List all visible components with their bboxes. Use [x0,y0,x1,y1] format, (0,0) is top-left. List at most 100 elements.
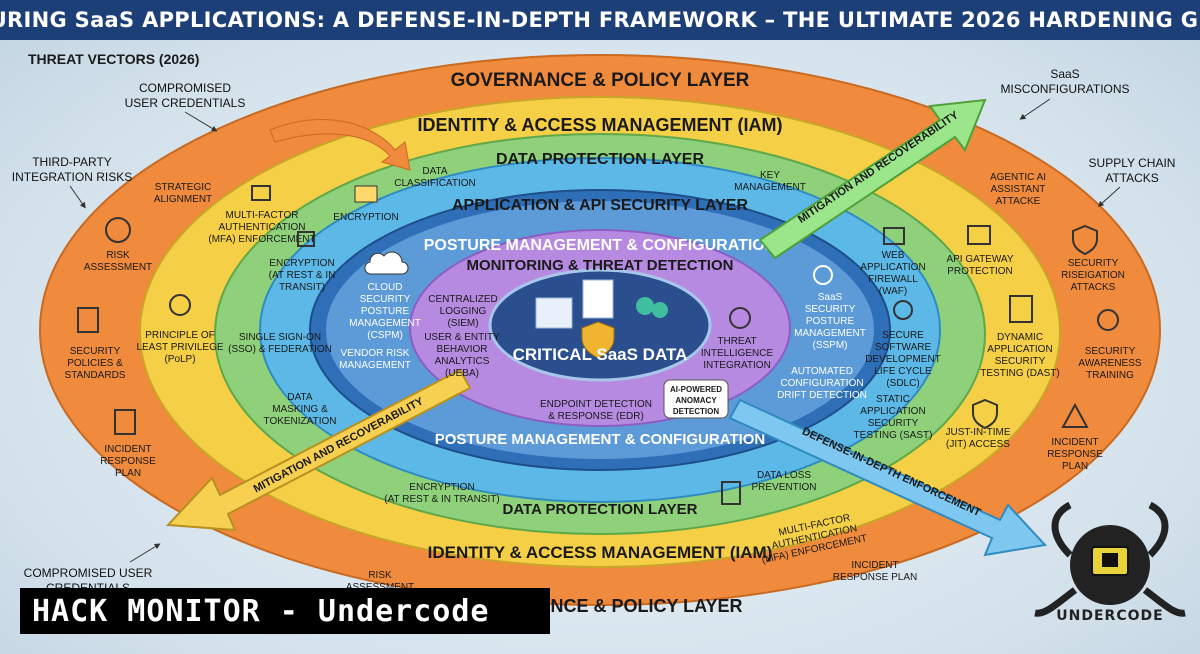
svg-text:LEAST PRIVILEGE: LEAST PRIVILEGE [136,342,223,353]
svg-text:SaaS: SaaS [818,292,843,303]
svg-text:ENCRYPTION: ENCRYPTION [333,212,398,223]
svg-text:DRIFT DETECTION: DRIFT DETECTION [777,390,867,401]
svg-text:(CSPM): (CSPM) [367,330,403,341]
incident-response-right-item: INCIDENT RESPONSE PLAN [1047,402,1103,472]
polp-item: PRINCIPLE OF LEAST PRIVILEGE (PoLP) [136,294,224,365]
threat-saas-misconfig: SaaS MISCONFIGURATIONS [1000,67,1130,120]
svg-text:SUPPLY CHAIN: SUPPLY CHAIN [1089,156,1176,170]
watermark-banner: HACK MONITOR - Undercode [20,588,550,634]
svg-text:WEB: WEB [882,250,905,261]
drift-detection-item: AUTOMATED CONFIGURATION DRIFT DETECTION [777,366,867,401]
database-icon [721,481,741,505]
agentic-ai-item: AGENTIC AI ASSISTANT ATTACKE [990,172,1046,207]
magnifier-icon [105,217,131,243]
svg-text:SECURITY: SECURITY [868,418,919,429]
svg-text:ASSESSMENT: ASSESSMENT [84,262,152,273]
awareness-training-item: SECURITY AWARENESS TRAINING [1078,309,1142,381]
svg-text:APPLICATION: APPLICATION [860,262,925,273]
svg-text:MANAGEMENT: MANAGEMENT [339,360,411,371]
masking-item: DATA MASKING & TOKENIZATION [264,392,337,427]
spreadsheet-icon [535,297,573,329]
svg-text:MANAGEMENT: MANAGEMENT [349,318,421,329]
svg-text:TOKENIZATION: TOKENIZATION [264,416,337,427]
sdlc-item: SECURE SOFTWARE DEVELOPMENT LIFE CYCLE (… [865,300,941,389]
svg-text:TRAINING: TRAINING [1086,370,1134,381]
svg-text:DATA LOSS: DATA LOSS [757,470,811,481]
core-label: CRITICAL SaaS DATA [513,345,688,364]
svg-text:DEVELOPMENT: DEVELOPMENT [865,354,941,365]
data-bottom-label: DATA PROTECTION LAYER [502,501,697,518]
svg-text:(SSO) & FEDERATION: (SSO) & FEDERATION [228,344,332,355]
svg-text:TESTING (SAST): TESTING (SAST) [854,430,933,441]
shield-check-icon [972,398,998,430]
svg-text:APPLICATION: APPLICATION [860,406,925,417]
checklist-icon [114,409,136,435]
svg-text:INTELLIGENCE: INTELLIGENCE [701,348,774,359]
mfa-item: MULTI-FACTOR AUTHENTICATION (MFA) ENFORC… [208,185,316,245]
svg-text:CLOUD: CLOUD [367,282,402,293]
svg-text:(MFA) ENFORCEMENT: (MFA) ENFORCEMENT [208,234,315,245]
svg-text:(SSPM): (SSPM) [813,340,848,351]
data-top-label: DATA PROTECTION LAYER [496,151,704,168]
person-icon [1097,309,1119,331]
svg-text:MANAGEMENT: MANAGEMENT [734,182,806,193]
svg-text:AWARENESS: AWARENESS [1078,358,1141,369]
document-icon [582,279,614,319]
svg-text:DYNAMIC: DYNAMIC [997,332,1043,343]
vendor-risk-item: VENDOR RISK MANAGEMENT [339,348,411,371]
monitoring-label: MONITORING & THREAT DETECTION [467,257,734,274]
risegation-item: SECURITY RISEIGATION ATTACKS [1061,224,1125,293]
encryption-bottom-item: ENCRYPTION (AT REST & IN TRANSIT) [384,482,499,505]
edr-item: ENDPOINT DETECTION & RESPONSE (EDR) [540,399,652,422]
svg-text:DATA: DATA [422,166,448,177]
cycle-gear-icon [893,300,913,320]
svg-text:APPLICATION: APPLICATION [987,344,1052,355]
svg-text:SECURITY: SECURITY [995,356,1046,367]
svg-text:MULTI-FACTOR: MULTI-FACTOR [226,210,299,221]
cloud-icon [364,251,409,275]
sso-item: SINGLE SIGN-ON (SSO) & FEDERATION [228,332,332,355]
svg-text:POSTURE: POSTURE [361,306,410,317]
svg-text:INCIDENT: INCIDENT [104,444,151,455]
iam-top-label: IDENTITY & ACCESS MANAGEMENT (IAM) [417,115,782,135]
defense-arrow [728,398,1047,557]
svg-text:SECURE: SECURE [882,330,924,341]
svg-text:STRATEGIC: STRATEGIC [155,182,211,193]
threat-supply-chain: SUPPLY CHAIN ATTACKS [1089,156,1176,208]
risk-assessment-item: RISK ASSESSMENT [84,217,152,273]
svg-text:PLAN: PLAN [1062,461,1088,472]
svg-text:CENTRALIZED: CENTRALIZED [428,294,497,305]
strategic-alignment-item: STRATEGIC ALIGNMENT [154,182,212,205]
svg-text:BEHAVIOR: BEHAVIOR [437,344,488,355]
svg-text:RESPONSE: RESPONSE [100,456,156,467]
threat-compromised-top: COMPROMISED USER CREDENTIALS [125,81,245,132]
mitigation-left-arrow [165,368,472,532]
svg-text:SOFTWARE: SOFTWARE [875,342,932,353]
svg-text:COMPROMISED USER: COMPROMISED USER [24,566,153,580]
lock-icon [251,185,271,201]
dast-item: DYNAMIC APPLICATION SECURITY TESTING (DA… [980,295,1060,379]
incident-response-left-item: INCIDENT RESPONSE PLAN [100,409,156,479]
iam-bottom-label: IDENTITY & ACCESS MANAGEMENT (IAM) [428,543,773,562]
undercode-logo [1034,501,1186,617]
encryption-rest-item: ENCRYPTION (AT REST & IN TRANSIT) [269,231,335,293]
svg-text:ASSESSMENT: ASSESSMENT [346,582,414,593]
padlock-icon [297,231,315,247]
svg-text:AUTOMATED: AUTOMATED [791,366,853,377]
svg-text:ANALYTICS: ANALYTICS [435,356,490,367]
security-policies-item: SECURITY POLICIES & STANDARDS [65,307,126,381]
svg-text:(SDLC): (SDLC) [886,378,919,389]
dlp-item: DATA LOSS PREVENTION [721,470,817,505]
svg-text:POLICIES &: POLICIES & [67,358,123,369]
warning-icon [1061,402,1089,428]
svg-text:MISCONFIGURATIONS: MISCONFIGURATIONS [1000,82,1129,96]
svg-text:INCIDENT: INCIDENT [1051,437,1098,448]
cspm-item: CLOUD SECURITY POSTURE MANAGEMENT (CSPM) [349,251,421,341]
sast-item: STATIC APPLICATION SECURITY TESTING (SAS… [854,394,933,441]
mitigation-top-arrow [758,98,987,260]
svg-text:(JIT) ACCESS: (JIT) ACCESS [946,439,1010,450]
firewall-icon [883,227,905,245]
svg-text:STANDARDS: STANDARDS [65,370,126,381]
page-title: SECURING SaaS APPLICATIONS: A DEFENSE-IN… [0,8,1200,32]
ueba-item: USER & ENTITY BEHAVIOR ANALYTICS (UEBA) [424,332,500,379]
